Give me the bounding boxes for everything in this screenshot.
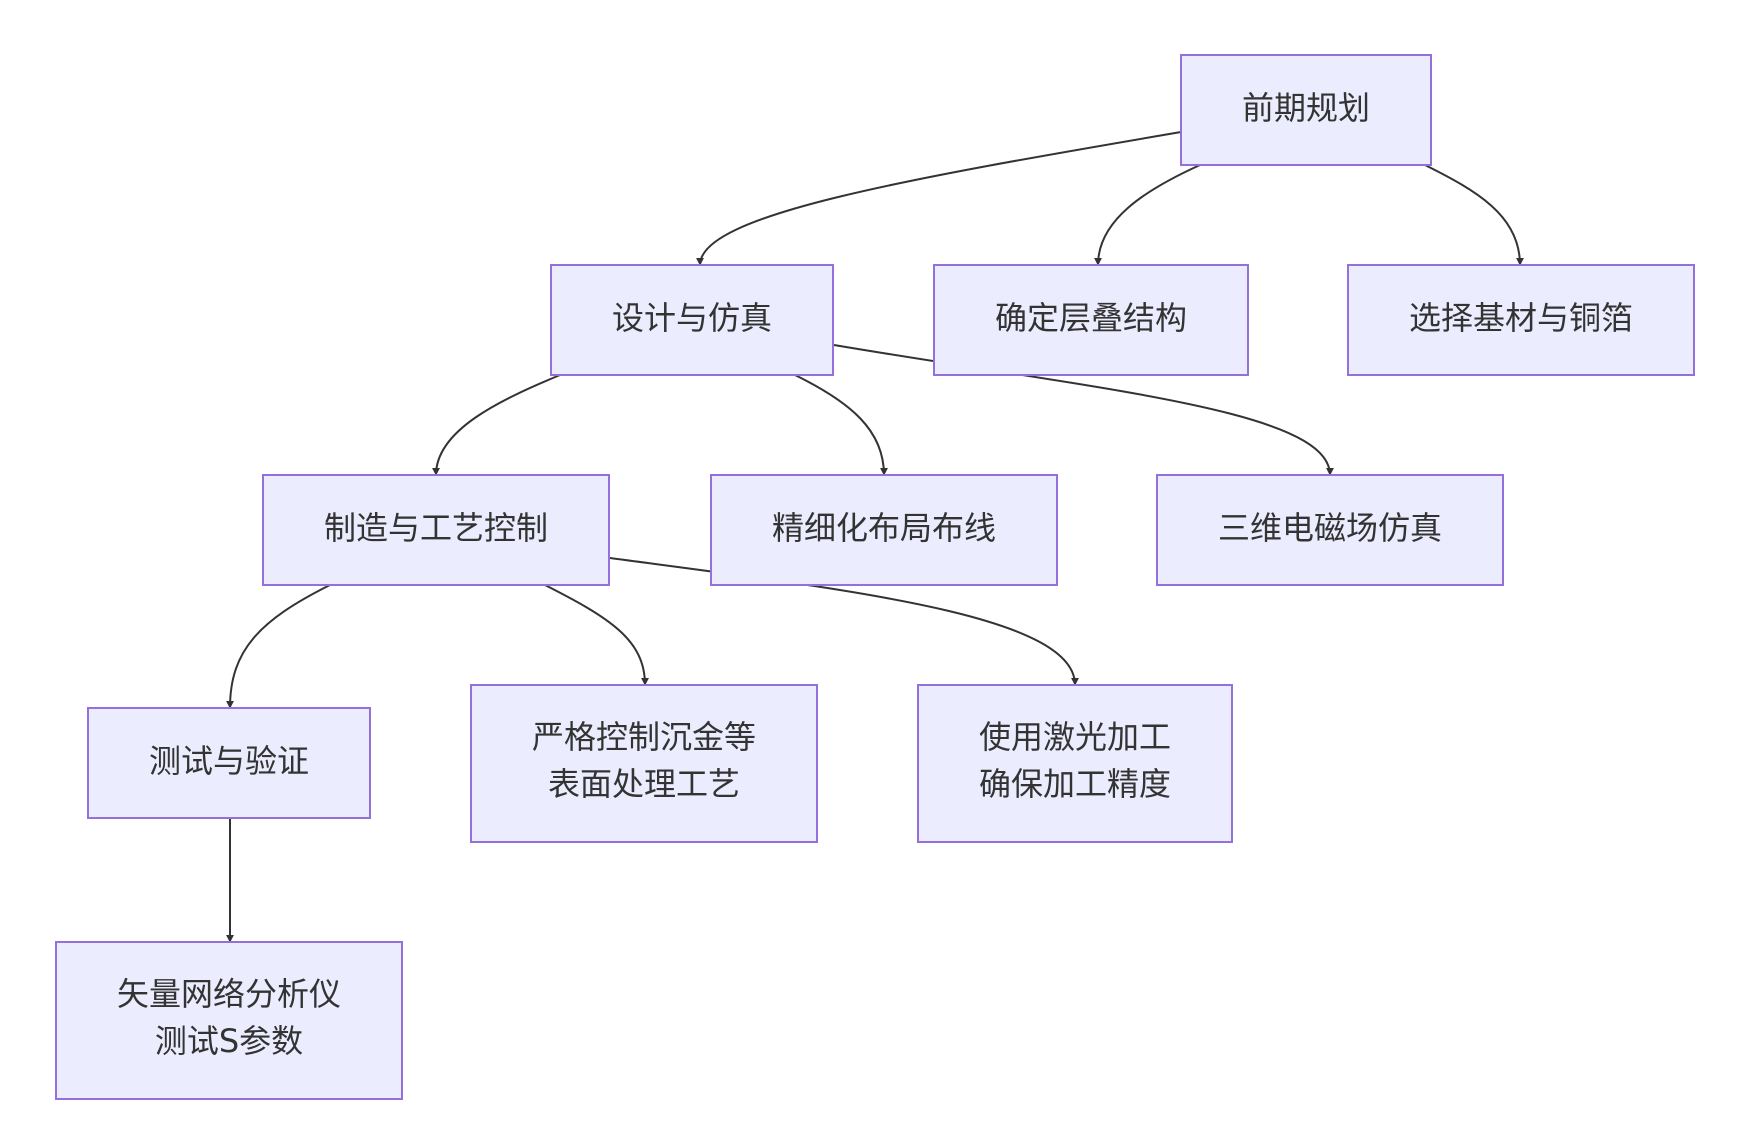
node-manufacture[interactable]: 制造与工艺控制: [262, 474, 610, 586]
node-design[interactable]: 设计与仿真: [550, 264, 834, 376]
node-layout[interactable]: 精细化布局布线: [710, 474, 1058, 586]
edge-manufacture-laser: [609, 557, 1079, 686]
edge-plan-stack: [1094, 164, 1201, 266]
node-label-line-2: 表面处理工艺: [548, 765, 740, 803]
node-label-line-2: 测试S参数: [155, 1022, 303, 1060]
edge-manufacture-surface: [544, 584, 649, 686]
node-label: 测试与验证: [149, 742, 309, 780]
node-stack[interactable]: 确定层叠结构: [933, 264, 1249, 376]
nodes-layer: 前期规划 设计与仿真 确定层叠结构 选择基材与铜箔 制造与工艺控制 精细化布局布…: [55, 54, 1695, 1100]
node-label: 制造与工艺控制: [324, 509, 548, 547]
node-label: 前期规划: [1242, 89, 1370, 127]
node-test[interactable]: 测试与验证: [87, 707, 371, 819]
edge-plan-material: [1424, 164, 1524, 266]
edge-manufacture-test: [226, 584, 331, 709]
node-em-sim[interactable]: 三维电磁场仿真: [1156, 474, 1504, 586]
node-label: 选择基材与铜箔: [1409, 299, 1633, 337]
node-label-line-1: 矢量网络分析仪: [117, 975, 341, 1013]
node-laser[interactable]: 使用激光加工 确保加工精度: [917, 684, 1233, 843]
node-surface[interactable]: 严格控制沉金等 表面处理工艺: [470, 684, 818, 843]
node-label-line-1: 使用激光加工: [979, 718, 1171, 756]
node-material[interactable]: 选择基材与铜箔: [1347, 264, 1695, 376]
node-label: 确定层叠结构: [995, 299, 1187, 337]
node-label: 三维电磁场仿真: [1218, 509, 1442, 547]
node-label-line-1: 严格控制沉金等: [532, 718, 756, 756]
edge-design-manufacture: [432, 374, 561, 476]
node-vna[interactable]: 矢量网络分析仪 测试S参数: [55, 941, 403, 1100]
edge-design-layout: [794, 374, 888, 476]
edge-plan-design: [696, 131, 1182, 266]
node-label: 精细化布局布线: [772, 509, 996, 547]
node-plan[interactable]: 前期规划: [1180, 54, 1432, 166]
node-label-line-2: 确保加工精度: [979, 765, 1171, 803]
node-label: 设计与仿真: [612, 299, 772, 337]
